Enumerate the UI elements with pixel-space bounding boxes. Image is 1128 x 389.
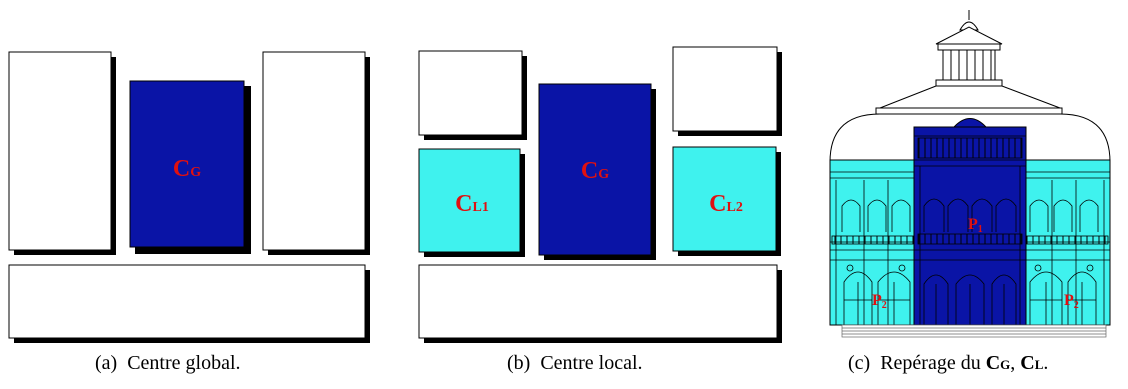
label-cl1: CL1 [455, 191, 489, 217]
block-center-global [129, 80, 245, 248]
facade-blue-details [914, 135, 1026, 325]
label-cl2: CL2 [709, 191, 743, 217]
panel-a-diagram: CG [8, 51, 370, 343]
caption-cg: CG [985, 352, 1011, 374]
block-top-left [418, 50, 523, 136]
central-pediment [952, 118, 988, 128]
block-local-1 [418, 148, 521, 253]
block-local-2 [672, 146, 777, 252]
caption-cl: CL [1020, 352, 1044, 374]
label-cg: CG [173, 156, 201, 182]
block-bottom [418, 264, 778, 339]
facade-cyan-details [830, 171, 1110, 325]
label-p2-left: P2 [872, 292, 887, 311]
caption-b: (b) Centre local. [507, 352, 643, 374]
block-bottom [8, 264, 366, 339]
block-top-right [672, 46, 778, 132]
caption-c: (c) Repérage du CG, CL. [848, 352, 1049, 374]
block-center-global [538, 83, 652, 256]
label-p1: P1 [968, 216, 983, 235]
entrance-steps [841, 324, 1107, 338]
panel-c-building: P1 P2 P2 [829, 10, 1111, 338]
block-right [262, 51, 366, 251]
block-left [8, 51, 112, 251]
label-p2-right: P2 [1064, 292, 1079, 311]
label-cg: CG [581, 158, 609, 184]
panel-b-diagram: CG CL1 CL2 [418, 46, 782, 343]
caption-a: (a) Centre global. [95, 352, 241, 374]
